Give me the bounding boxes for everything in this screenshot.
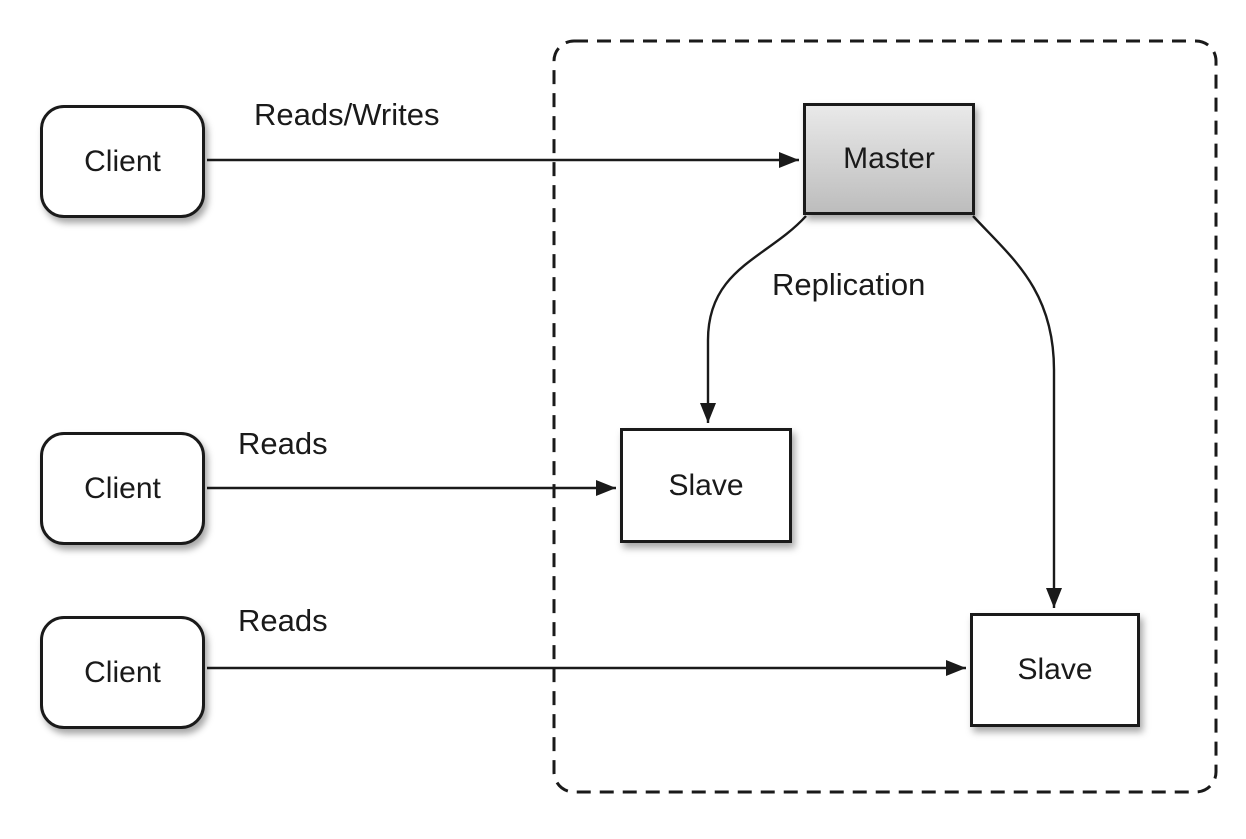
client-node-1-label: Client <box>84 144 161 178</box>
client-node-3-label: Client <box>84 655 161 689</box>
client-node-3: Client <box>40 616 205 729</box>
slave-node-1: Slave <box>620 428 792 543</box>
master-node-label: Master <box>843 142 935 175</box>
client-node-1: Client <box>40 105 205 218</box>
edge-label-replication: Replication <box>772 267 926 302</box>
edge-label-reads-writes: Reads/Writes <box>254 97 440 132</box>
edge-master-to-slave2-replication <box>972 215 1062 608</box>
slave-node-2-label: Slave <box>1017 653 1093 686</box>
edge-label-reads-mid: Reads <box>238 426 328 461</box>
client-node-2: Client <box>40 432 205 545</box>
master-node: Master <box>803 103 975 215</box>
edge-label-reads-bottom: Reads <box>238 603 328 638</box>
slave-node-2: Slave <box>970 613 1140 727</box>
slave-node-1-label: Slave <box>668 468 744 502</box>
edge-master-to-slave1-replication <box>700 215 807 423</box>
replication-boundary-dashed-box <box>552 39 1218 794</box>
client-node-2-label: Client <box>84 471 161 505</box>
